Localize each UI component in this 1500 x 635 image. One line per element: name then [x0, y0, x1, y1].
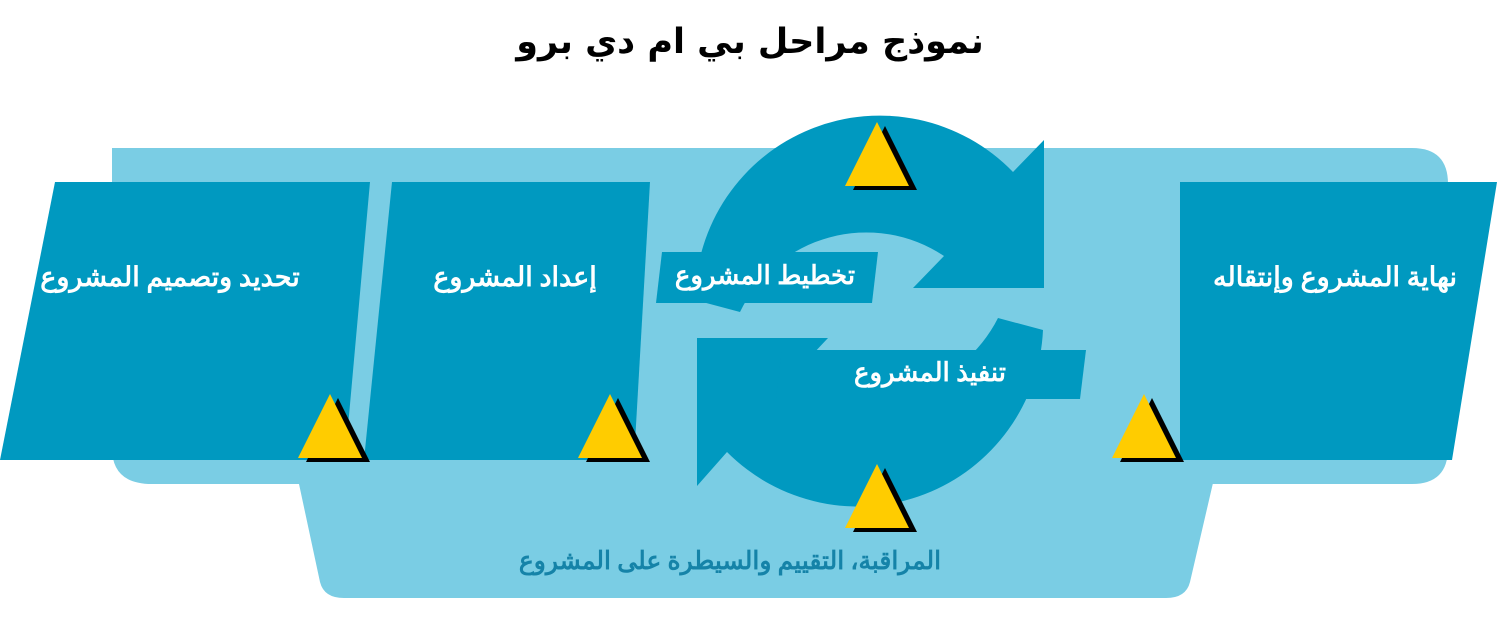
phase-box-define-design[interactable] [0, 182, 370, 460]
monitoring-band [296, 470, 1216, 598]
cycle-arc-clockwise [695, 115, 1044, 313]
phase-box-end-transition[interactable] [1180, 182, 1497, 460]
phase-box-setup[interactable] [364, 182, 650, 460]
cycle-label-banner-planning[interactable] [656, 252, 878, 303]
cycle-label-banner-execution[interactable] [776, 350, 1086, 399]
monitoring-caption: المراقبة، التقييم والسيطرة على المشروع [518, 548, 942, 575]
page-title: نموذج مراحل بي ام دي برو [516, 22, 984, 62]
